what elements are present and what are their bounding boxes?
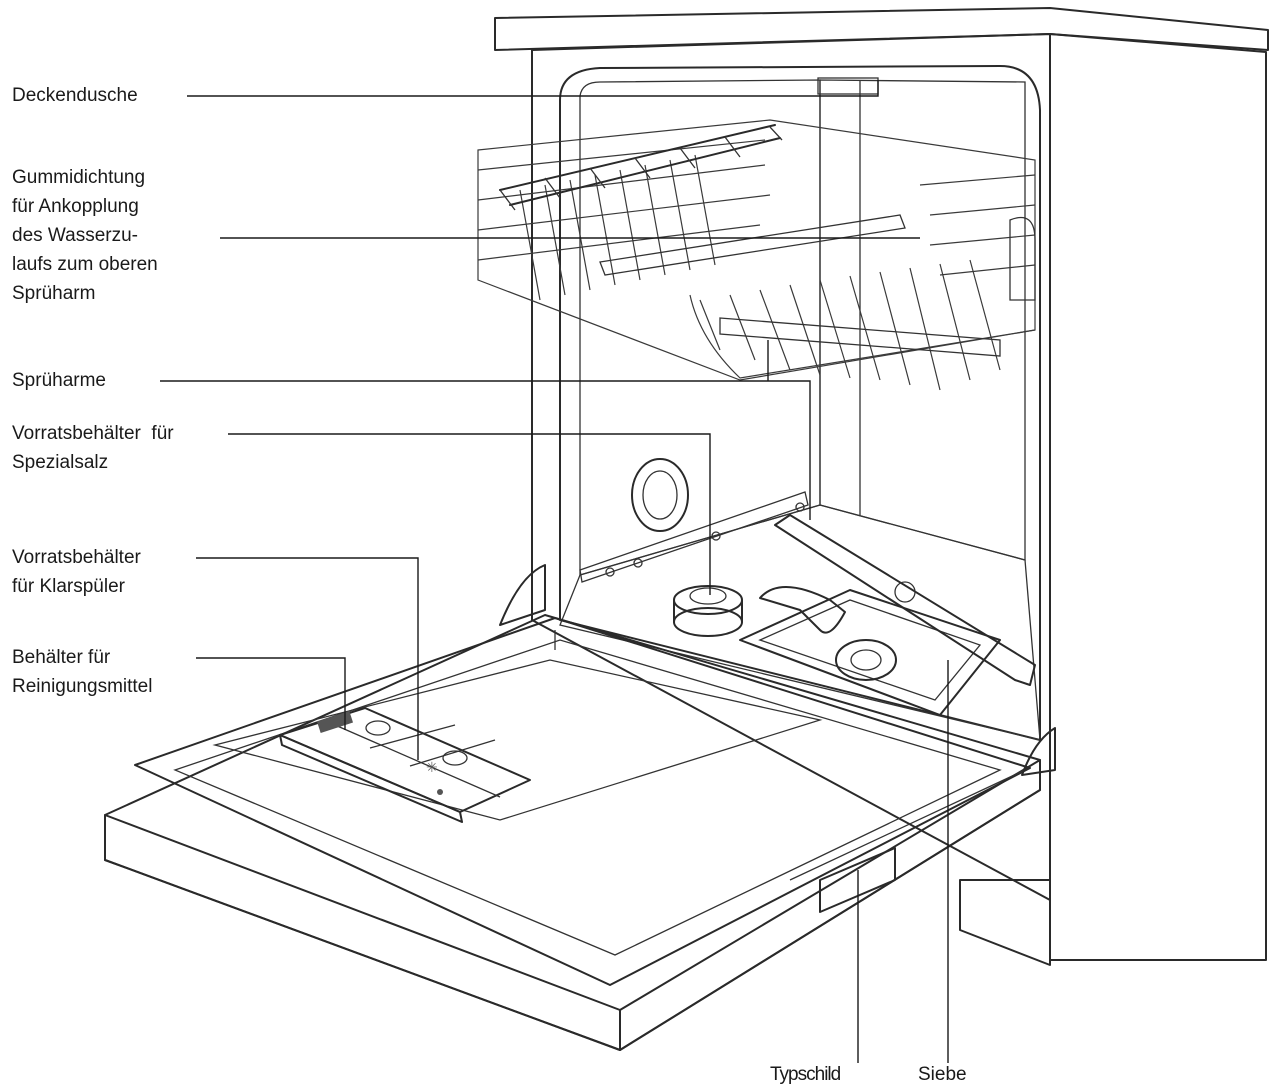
interior-tub <box>559 65 1041 741</box>
label-typschild: Typschild <box>770 1064 841 1085</box>
sieve-center <box>835 639 897 681</box>
label-reinigungsmittel: Behälter für Reinigungsmittel <box>12 647 153 697</box>
label-salz: Vorratsbehälter für Spezialsalz <box>12 423 174 473</box>
hinge-right <box>1021 727 1056 776</box>
side-outlet <box>631 458 689 532</box>
door: ✳ <box>104 564 1056 1051</box>
label-siebe: Siebe <box>918 1064 967 1085</box>
sieve-tray <box>739 589 1001 716</box>
cabinet <box>494 7 1269 966</box>
tub-outer-edge <box>559 65 1041 741</box>
upper-spray-arm <box>719 317 1001 357</box>
door-outer <box>104 614 1041 1051</box>
plinth <box>959 879 1051 966</box>
type-plate <box>819 847 896 913</box>
door-inner-frame <box>134 617 1031 986</box>
left-wall <box>579 79 821 576</box>
lower-spray-arm <box>774 514 1036 686</box>
door-panel-recess <box>212 659 823 821</box>
upper-basket <box>477 119 1036 391</box>
svg-text:✳: ✳ <box>426 760 438 776</box>
detergent-dispenser: ✳ <box>279 707 531 823</box>
door-side-face <box>619 759 1041 1051</box>
rail-hole <box>605 567 615 577</box>
salt-container <box>673 585 743 637</box>
side-outlet-inner <box>642 470 678 520</box>
leader-reinigungsmittel <box>196 657 346 730</box>
tub-floor <box>559 504 1041 741</box>
rail-hole <box>795 502 805 512</box>
rail-hole <box>711 531 721 541</box>
label-spruharme: Sprüharme <box>12 370 106 391</box>
label-klarspueler: Vorratsbehälter für Klarspüler <box>12 547 141 597</box>
rail-hole <box>633 558 643 568</box>
door-front-face <box>104 814 621 1051</box>
door-inner-panel <box>173 639 1002 956</box>
leader-deckendusche <box>187 80 879 97</box>
leader-salz <box>228 433 711 595</box>
label-gummidichtung: Gummidichtung für Ankopplung des Wasserz… <box>12 167 158 304</box>
leader-lines <box>160 80 949 1063</box>
label-deckendusche: Deckendusche <box>12 85 138 106</box>
leader-klarspueler <box>196 557 419 760</box>
leader-spruharme <box>160 380 811 520</box>
lower-components <box>673 514 1036 716</box>
worktop <box>494 7 1269 51</box>
rail-strip <box>579 491 809 583</box>
hinge-left <box>499 564 546 626</box>
cabinet-right-side <box>1049 33 1267 961</box>
